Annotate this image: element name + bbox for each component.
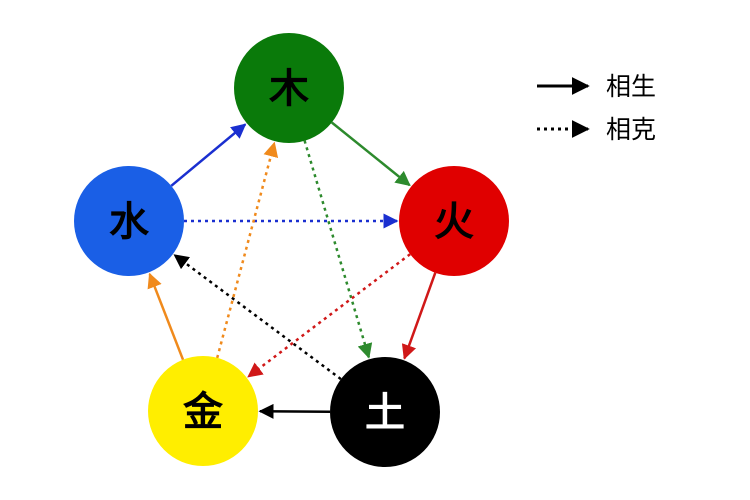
generating-arrow-metal-to-water	[147, 272, 185, 361]
node-water: 水	[74, 166, 184, 276]
wood-circle	[234, 33, 344, 143]
overcoming-arrow-wood-to-earth	[303, 140, 373, 359]
wood-label: 木	[269, 66, 309, 112]
legend: 相生 相克	[537, 72, 656, 144]
node-earth: 土	[330, 357, 440, 467]
generating-arrow-fire-to-earth	[401, 272, 437, 360]
metal-circle	[148, 356, 258, 466]
fire-label: 火	[434, 199, 474, 245]
earth-circle	[330, 357, 440, 467]
node-wood: 木	[234, 33, 344, 143]
overcoming-arrow-metal-to-wood	[215, 141, 279, 359]
earth-label: 土	[365, 390, 405, 436]
water-label: 水	[109, 199, 150, 245]
legend-overcoming: 相克	[537, 115, 656, 144]
generating-arrow-wood-to-fire	[331, 121, 411, 187]
node-fire: 火	[399, 166, 509, 276]
water-circle	[74, 166, 184, 276]
legend-overcoming-label: 相克	[606, 115, 656, 144]
metal-label: 金	[182, 389, 224, 435]
fire-circle	[399, 166, 509, 276]
legend-generating-label: 相生	[606, 72, 656, 101]
overcoming-arrow-fire-to-metal	[247, 253, 411, 378]
node-metal: 金	[148, 356, 258, 466]
edges-layer	[147, 121, 437, 419]
legend-generating: 相生	[537, 72, 656, 101]
generating-arrow-water-to-wood	[170, 123, 247, 187]
